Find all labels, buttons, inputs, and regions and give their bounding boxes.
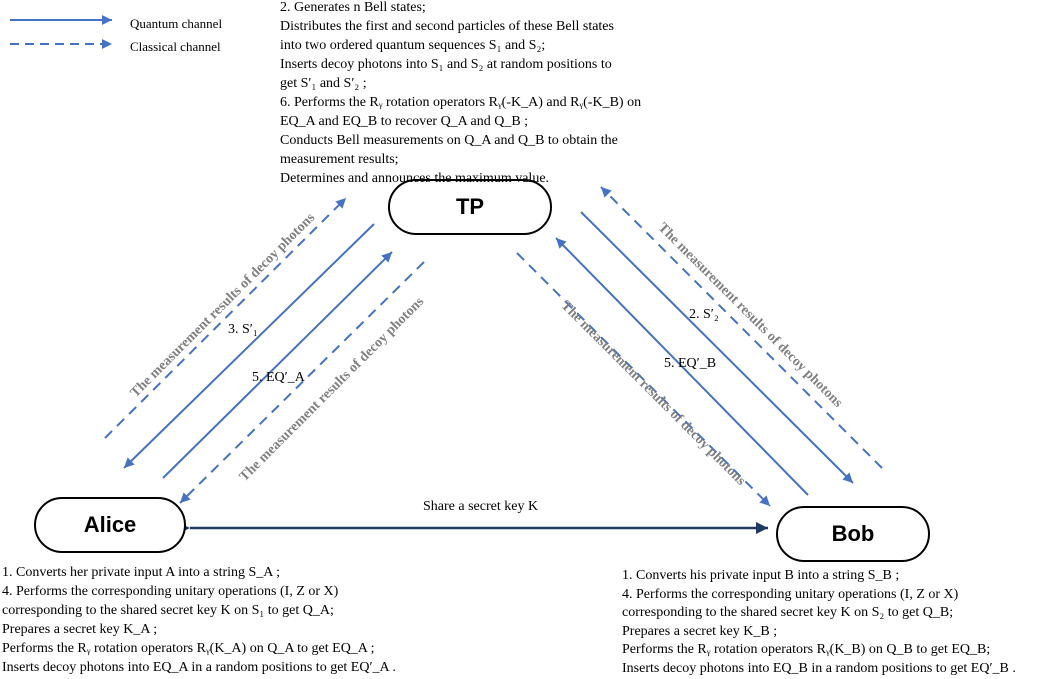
tp-line: Determines and announces the maximum val… [280, 171, 550, 186]
arrow-decoy-alice-to-tp [104, 197, 347, 439]
alice-line: Prepares a secret key K_A ; [2, 622, 158, 637]
arrow-decoy-bob-to-tp [600, 186, 883, 469]
alice-node: Alice [34, 497, 186, 553]
alice-line: 4. Performs the corresponding unitary op… [2, 584, 339, 599]
bob-node: Bob [776, 506, 930, 562]
tp-line: 2. Generates n Bell states; [280, 0, 426, 15]
legend-quantum-label: Quantum channel [130, 16, 223, 31]
arrow-eqb-bob-to-tp [555, 237, 809, 496]
legend-classical-label: Classical channel [130, 39, 221, 54]
tp-line: 6. Performs the Rᵧ rotation operators Rᵧ… [280, 95, 642, 110]
bob-line: Performs the Rᵧ rotation operators Rᵧ(K_… [622, 642, 991, 657]
tp-line: EQ_A and EQ_B to recover Q_A and Q_B ; [280, 114, 529, 129]
arrow-decoy-tp-to-bob [516, 252, 771, 507]
tp-line: Distributes the first and second particl… [280, 19, 614, 34]
bob-line: Prepares a secret key K_B ; [622, 623, 778, 639]
label-s1: 3. S′₁ [228, 322, 258, 337]
tp-line: get S′₁ and S′₂ ; [280, 76, 367, 91]
arrow-s2-tp-to-bob [580, 211, 854, 484]
label-s2: 2. S′₂ [689, 307, 719, 322]
alice-line: 1. Converts her private input A into a s… [2, 565, 281, 580]
tp-line: Conducts Bell measurements on Q_A and Q_… [280, 133, 618, 148]
arrow-decoy-tp-to-alice [179, 261, 425, 504]
arrow-s1-tp-to-alice [123, 223, 375, 469]
bob-line: Inserts decoy photons into EQ_B in a ran… [622, 660, 1016, 676]
bob-label: Bob [831, 521, 875, 546]
tp-line: measurement results; [280, 152, 399, 167]
tp-node: TP [388, 179, 552, 235]
tp-line: into two ordered quantum sequences S₁ an… [280, 38, 546, 53]
tp-description: 2. Generates n Bell states; Distributes … [280, 0, 641, 188]
tp-label: TP [455, 194, 485, 219]
bob-line: corresponding to the shared secret key K… [622, 605, 954, 620]
label-eqa: 5. EQ′_A [252, 370, 305, 385]
alice-line: Inserts decoy photons into EQ_A in a ran… [2, 660, 396, 675]
tp-line: Inserts decoy photons into S₁ and S₂ at … [280, 57, 612, 72]
alice-line: Performs the Rᵧ rotation operators Rᵧ(K_… [2, 641, 375, 656]
arrow-eqa-alice-to-tp [162, 251, 393, 479]
bob-description: 1. Converts his private input B into a s… [622, 567, 1016, 678]
alice-description: 1. Converts her private input A into a s… [2, 563, 396, 677]
alice-label: Alice [83, 512, 137, 537]
bob-line: 1. Converts his private input B into a s… [622, 568, 900, 583]
bob-line: 4. Performs the corresponding unitary op… [622, 586, 959, 602]
label-eqb: 5. EQ′_B [664, 356, 717, 371]
shared-key-label: Share a secret key K [423, 499, 539, 514]
alice-line: corresponding to the shared secret key K… [2, 603, 334, 618]
